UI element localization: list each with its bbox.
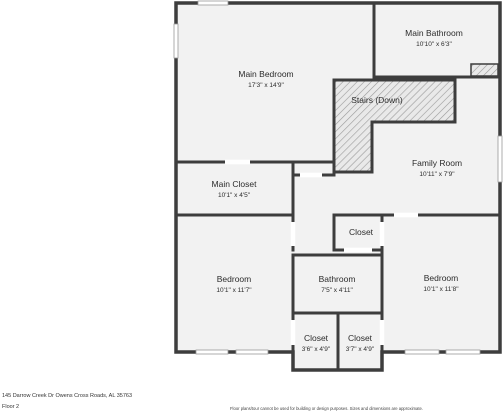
room-dim-main-bathroom: 10'10" x 6'3" <box>416 41 452 48</box>
room-dim-main-closet: 10'1" x 4'5" <box>218 192 251 199</box>
disclaimer-text: Floor plans/tour cannot be used for buil… <box>230 406 423 411</box>
room-name-family-room: Family Room <box>412 158 462 168</box>
windows <box>173 0 503 355</box>
room-dim-family-room: 10'11" x 7'9" <box>419 171 455 178</box>
room-name-closet-hall: Closet <box>349 227 374 237</box>
room-dim-bedroom-left: 10'1" x 11'7" <box>216 287 252 294</box>
room-name-main-bathroom: Main Bathroom <box>405 28 463 38</box>
room-name-bedroom-left: Bedroom <box>217 274 252 284</box>
room-name-stairs: Stairs (Down) <box>351 95 403 105</box>
property-address: 145 Darrow Creek Dr Owens Cross Roads, A… <box>2 393 133 399</box>
room-dim-main-bedroom: 17'3" x 14'9" <box>248 82 284 89</box>
room-name-bathroom: Bathroom <box>319 274 356 284</box>
room-name-closet-b: Closet <box>348 333 373 343</box>
door-openings <box>225 159 418 345</box>
room-name-bedroom-right: Bedroom <box>424 273 459 283</box>
room-dim-closet-b: 3'7" x 4'9" <box>346 346 375 353</box>
room-name-main-closet: Main Closet <box>212 179 258 189</box>
room-dim-closet-a: 3'6" x 4'9" <box>302 346 331 353</box>
floor-label: Floor 2 <box>2 404 20 410</box>
room-name-closet-a: Closet <box>304 333 329 343</box>
room-dim-bathroom: 7'5" x 4'11" <box>321 287 353 294</box>
vent-hatch <box>470 63 499 77</box>
room-dim-bedroom-right: 10'1" x 11'8" <box>423 286 459 293</box>
room-name-main-bedroom: Main Bedroom <box>238 69 293 79</box>
stairs-hatch <box>334 80 455 172</box>
